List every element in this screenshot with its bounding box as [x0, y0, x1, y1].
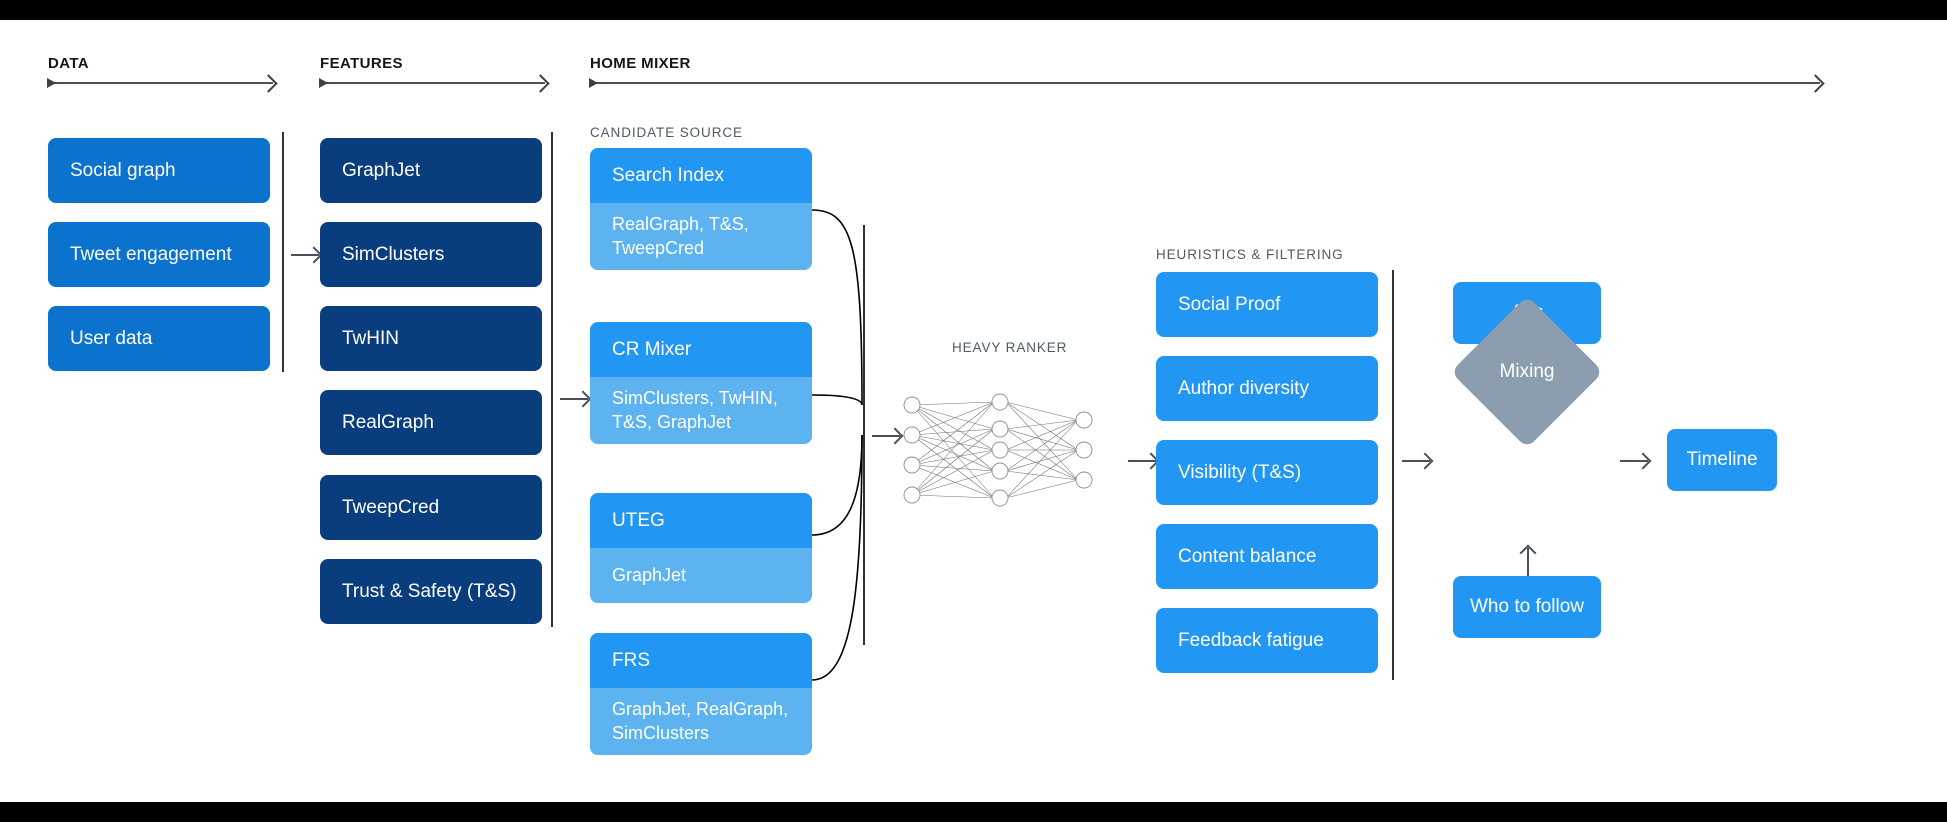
heuristic-node-label: Visibility (T&S)	[1178, 461, 1302, 483]
heuristic-node-label: Social Proof	[1178, 293, 1281, 315]
candidate-card-search-index[interactable]: Search Index RealGraph, T&S, TweepCred	[590, 148, 812, 270]
candidate-card-title: FRS	[590, 633, 812, 688]
candidate-card-frs[interactable]: FRS GraphJet, RealGraph, SimClusters	[590, 633, 812, 755]
feature-node-trust-safety[interactable]: Trust & Safety (T&S)	[320, 559, 542, 624]
heuristic-node-label: Content balance	[1178, 545, 1317, 567]
heuristic-node-social-proof[interactable]: Social Proof	[1156, 272, 1378, 337]
candidate-card-features: GraphJet, RealGraph, SimClusters	[590, 688, 812, 755]
arrow-features-to-candidates	[560, 398, 588, 400]
data-node-user-data[interactable]: User data	[48, 306, 270, 371]
candidate-card-features: GraphJet	[590, 548, 812, 603]
output-node-label: Timeline	[1686, 449, 1758, 471]
stage-label-heuristics: HEURISTICS & FILTERING	[1156, 247, 1344, 262]
heuristic-node-content-balance[interactable]: Content balance	[1156, 524, 1378, 589]
candidate-card-features: SimClusters, TwHIN, T&S, GraphJet	[590, 377, 812, 444]
output-node-timeline[interactable]: Timeline	[1667, 429, 1777, 491]
mixing-label: Mixing	[1499, 361, 1555, 382]
feature-node-label: RealGraph	[342, 411, 434, 433]
candidate-card-title: UTEG	[590, 493, 812, 548]
candidate-card-cr-mixer[interactable]: CR Mixer SimClusters, TwHIN, T&S, GraphJ…	[590, 322, 812, 444]
arrow-who-to-follow-to-mixing	[1527, 548, 1529, 576]
output-node-label: Who to follow	[1469, 596, 1585, 618]
section-header-home-mixer: HOME MIXER	[590, 55, 691, 72]
candidate-merge-connector	[811, 209, 863, 681]
feature-node-twhin[interactable]: TwHIN	[320, 306, 542, 371]
divider-candidates-ranker	[863, 225, 865, 645]
candidate-card-uteg[interactable]: UTEG GraphJet	[590, 493, 812, 603]
candidate-card-features: RealGraph, T&S, TweepCred	[590, 203, 812, 270]
data-node-label: Social graph	[70, 159, 176, 181]
candidate-card-title: CR Mixer	[590, 322, 812, 377]
arrow-ranker-to-heuristics	[1128, 460, 1156, 462]
arrow-heuristics-to-mixing	[1402, 460, 1430, 462]
feature-node-label: SimClusters	[342, 243, 445, 265]
stage-label-candidate-source: CANDIDATE SOURCE	[590, 125, 743, 140]
feature-node-graphjet[interactable]: GraphJet	[320, 138, 542, 203]
feature-node-tweepcred[interactable]: TweepCred	[320, 475, 542, 540]
arrow-candidates-to-ranker	[872, 435, 900, 437]
arrow-mixing-to-timeline	[1620, 460, 1648, 462]
arrow-data-to-features	[291, 254, 319, 256]
feature-node-label: TwHIN	[342, 327, 399, 349]
feature-node-label: GraphJet	[342, 159, 421, 181]
data-node-label: User data	[70, 327, 153, 349]
data-node-label: Tweet engagement	[70, 243, 232, 265]
heuristic-node-label: Author diversity	[1178, 377, 1309, 399]
data-node-social-graph[interactable]: Social graph	[48, 138, 270, 203]
feature-node-realgraph[interactable]: RealGraph	[320, 390, 542, 455]
section-rule-home-mixer	[589, 78, 1820, 88]
stage-label-heavy-ranker: HEAVY RANKER	[952, 340, 1068, 355]
diagram-canvas: DATA FEATURES HOME MIXER Social graph Tw…	[0, 20, 1947, 802]
divider-heuristics-mixing	[1392, 270, 1394, 680]
heuristic-node-author-diversity[interactable]: Author diversity	[1156, 356, 1378, 421]
feature-node-simclusters[interactable]: SimClusters	[320, 222, 542, 287]
heavy-ranker-network	[903, 393, 1093, 507]
feature-node-label: Trust & Safety (T&S)	[342, 580, 517, 602]
section-rule-data	[47, 78, 273, 88]
section-rule-features	[319, 78, 545, 88]
heuristic-node-feedback-fatigue[interactable]: Feedback fatigue	[1156, 608, 1378, 673]
section-header-features: FEATURES	[320, 55, 403, 72]
heuristic-node-visibility[interactable]: Visibility (T&S)	[1156, 440, 1378, 505]
section-header-data: DATA	[48, 55, 90, 72]
candidate-card-title: Search Index	[590, 148, 812, 203]
heuristic-node-label: Feedback fatigue	[1178, 629, 1324, 651]
divider-data-features	[282, 132, 284, 372]
data-node-tweet-engagement[interactable]: Tweet engagement	[48, 222, 270, 287]
divider-features-candidates	[551, 132, 553, 627]
output-node-who-to-follow[interactable]: Who to follow	[1453, 576, 1601, 638]
feature-node-label: TweepCred	[342, 496, 440, 518]
